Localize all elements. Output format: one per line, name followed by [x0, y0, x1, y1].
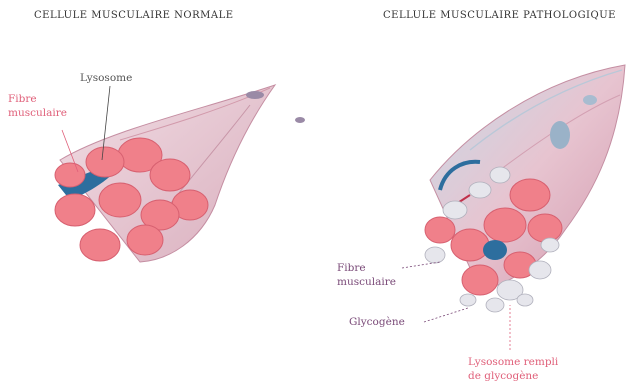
- left-fibre-label-line1: Fibre: [8, 93, 37, 106]
- right-nucleus: [550, 121, 570, 149]
- pathological-muscle-cell: [402, 65, 625, 350]
- right-fibre-label-line2: musculaire: [337, 276, 396, 289]
- lysosome-rempli-label-line1: Lysosome rempli: [468, 356, 558, 369]
- lysosome-rempli-label-line2: de glycogène: [468, 370, 538, 383]
- left-nucleus: [246, 91, 264, 99]
- glycogene-label: Glycogène: [349, 316, 405, 329]
- left-lysosome-label: Lysosome: [80, 72, 132, 85]
- normal-muscle-cell: [55, 85, 305, 262]
- right-fibre-label-line1: Fibre: [337, 262, 366, 275]
- left-fibre-label-line2: musculaire: [8, 107, 67, 120]
